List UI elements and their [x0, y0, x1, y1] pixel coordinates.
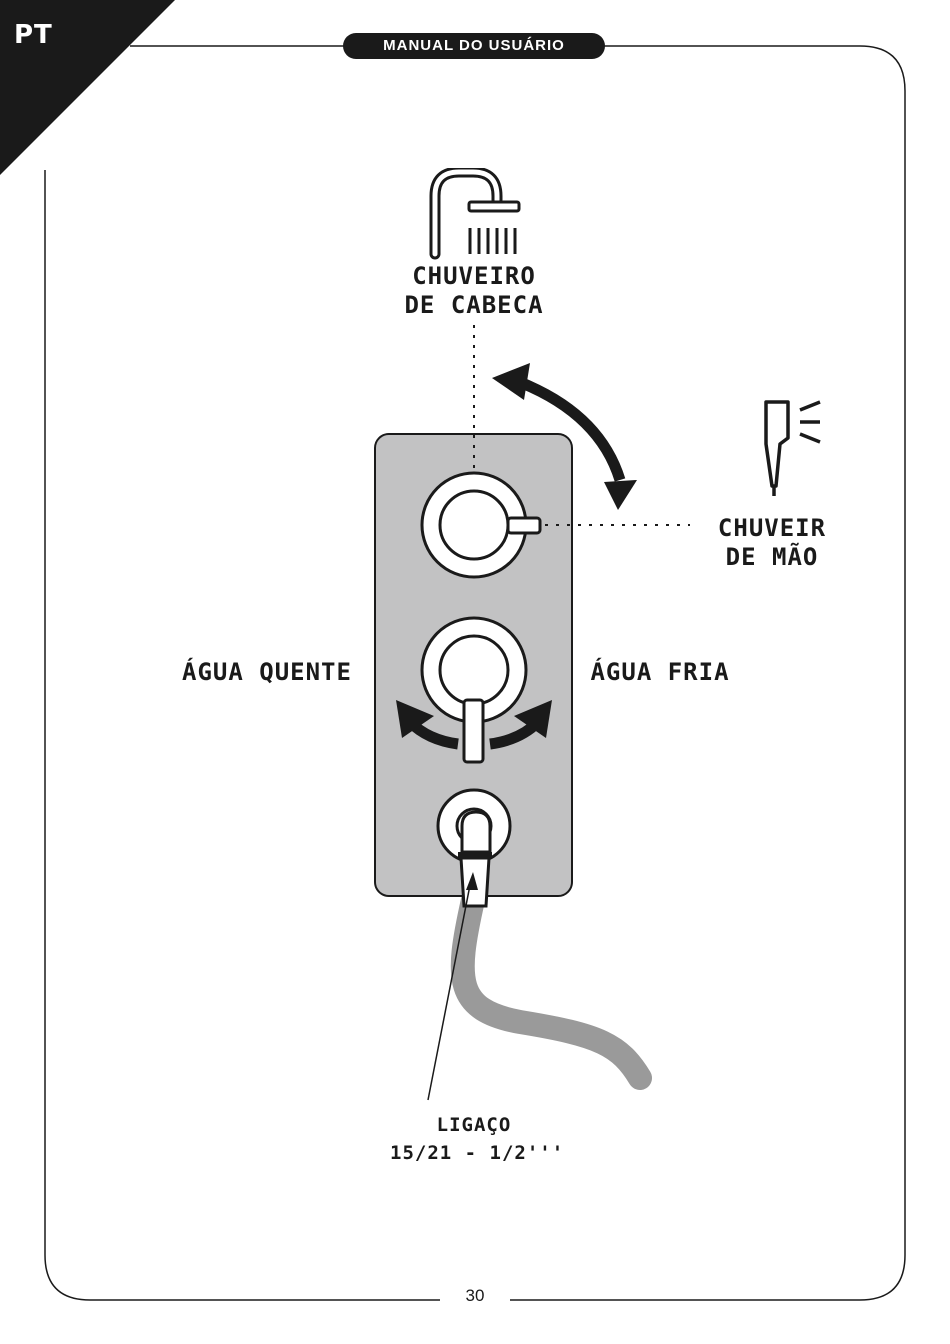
head-shower-label-line2: DE CABECA: [390, 291, 558, 319]
cold-water-label: ÁGUA FRIA: [590, 658, 730, 686]
hand-shower-label-line1: CHUVEIR: [712, 514, 832, 542]
connection-label-line1: LIGAÇO: [400, 1114, 548, 1136]
head-shower-label-line1: CHUVEIRO: [390, 262, 558, 290]
head-shower-icon: [425, 168, 525, 260]
hand-shower-icon: [758, 398, 830, 502]
connection-label-line2: 15/21 - 1/2''': [390, 1142, 558, 1164]
hot-water-label: ÁGUA QUENTE: [176, 658, 358, 686]
page-number: 30: [450, 1286, 500, 1306]
hand-shower-label-line2: DE MÃO: [712, 543, 832, 571]
hose: [463, 900, 640, 1078]
